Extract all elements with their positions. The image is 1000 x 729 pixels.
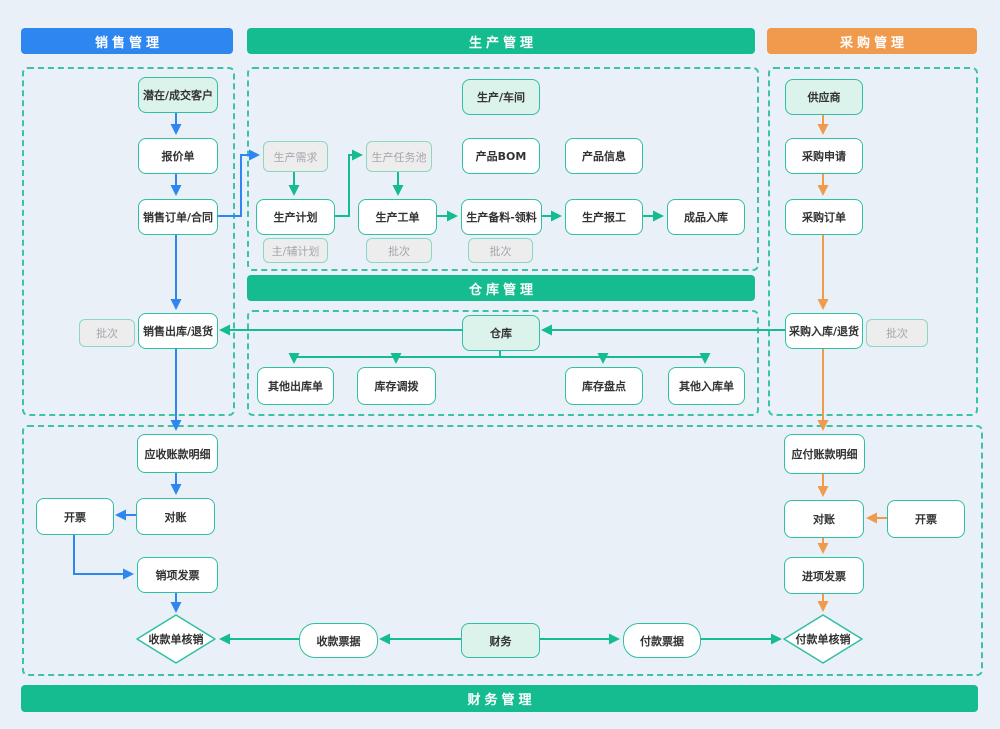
purchase-section-header: 采购管理 <box>767 28 977 54</box>
chip-batch-material: 批次 <box>468 238 533 263</box>
node-potential-customer: 潜在/成交客户 <box>138 77 218 113</box>
finance-section-header: 财务管理 <box>21 685 978 712</box>
node-stock-check: 库存盘点 <box>565 367 643 405</box>
node-reconcile-ar: 对账 <box>136 498 215 535</box>
diamond-shapes <box>136 614 863 664</box>
node-purchase-invoice: 进项发票 <box>784 557 864 594</box>
orange-purchase-connectors <box>817 113 887 612</box>
node-invoice-ap: 开票 <box>887 500 965 538</box>
node-reconcile-ap: 对账 <box>784 500 864 538</box>
finance-zone <box>22 425 983 676</box>
node-sales-invoice: 销项发票 <box>137 557 218 593</box>
node-other-outbound: 其他出库单 <box>257 367 334 405</box>
node-production-report: 生产报工 <box>565 199 643 235</box>
node-payment-note: 付款票据 <box>623 623 701 658</box>
node-purchase-order: 采购订单 <box>785 199 863 235</box>
node-finance: 财务 <box>461 623 540 658</box>
node-production-demand: 生产需求 <box>263 141 328 172</box>
chip-main-aux-plan: 主/辅计划 <box>263 238 328 263</box>
node-purchase-inbound: 采购入库/退货 <box>785 313 863 349</box>
node-ar-detail: 应收账款明细 <box>137 434 218 473</box>
blue-sales-connectors <box>73 111 260 613</box>
node-production-plan: 生产计划 <box>256 199 335 235</box>
node-other-inbound: 其他入库单 <box>668 367 745 405</box>
node-production-workshop: 生产/车间 <box>462 79 540 115</box>
node-sales-order: 销售订单/合同 <box>138 199 218 235</box>
chip-batch-workorder: 批次 <box>366 238 432 263</box>
chip-batch-purchase: 批次 <box>866 319 928 347</box>
node-payment-verification-label: 付款单核销 <box>795 633 851 646</box>
node-ap-detail: 应付账款明细 <box>784 434 865 474</box>
node-supplier: 供应商 <box>785 79 863 115</box>
sales-section-header: 销售管理 <box>21 28 233 54</box>
node-production-material: 生产备料-领料 <box>461 199 542 235</box>
production-section-header: 生产管理 <box>247 28 755 54</box>
node-warehouse: 仓库 <box>462 315 540 351</box>
node-purchase-request: 采购申请 <box>785 138 863 174</box>
warehouse-section-header: 仓库管理 <box>247 275 755 301</box>
node-production-workorder: 生产工单 <box>358 199 437 235</box>
production-zone <box>247 67 759 271</box>
warehouse-zone <box>247 310 759 416</box>
receipt-verification-diamond <box>136 614 216 664</box>
payment-verification-diamond <box>783 614 863 664</box>
node-product-bom: 产品BOM <box>462 138 540 174</box>
chip-batch-sales: 批次 <box>79 319 135 347</box>
node-stock-transfer: 库存调拨 <box>357 367 436 405</box>
node-quotation: 报价单 <box>138 138 218 174</box>
green-production-warehouse-connectors <box>219 149 785 645</box>
node-invoice-ar: 开票 <box>36 498 114 535</box>
node-finished-goods-inbound: 成品入库 <box>667 199 745 235</box>
node-product-info: 产品信息 <box>565 138 643 174</box>
purchase-zone <box>768 67 978 416</box>
node-receipt-note: 收款票据 <box>299 623 378 658</box>
node-receipt-verification-label: 收款单核销 <box>148 633 204 646</box>
node-sales-outbound: 销售出库/退货 <box>138 313 218 349</box>
node-production-task-pool: 生产任务池 <box>366 141 432 172</box>
sales-zone <box>22 67 235 416</box>
